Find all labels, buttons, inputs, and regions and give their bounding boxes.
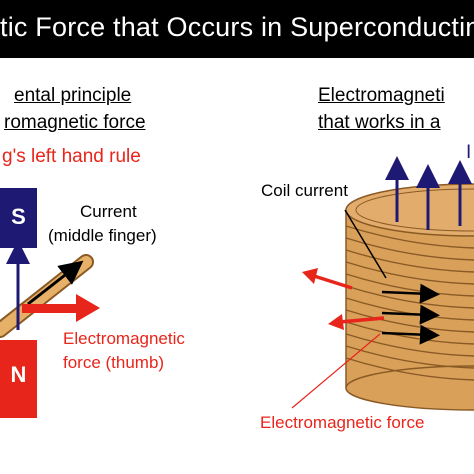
force-arrow-in — [339, 316, 385, 324]
magnet-north — [0, 340, 37, 418]
coil-current-arrow-3 — [381, 324, 440, 345]
coil-current-label: Coil current — [261, 181, 348, 200]
force-label: Electromagnetic — [63, 329, 185, 348]
field-label-partial: I — [466, 142, 472, 163]
right-header-line1: Electromagneti — [318, 85, 445, 106]
page-title: tic Force that Occurs in Superconducting — [0, 12, 474, 42]
right-header-line2: that works in a — [318, 112, 441, 133]
force-leader-line — [291, 333, 381, 409]
current-label: Current — [80, 202, 137, 221]
left-hand-rule-label: g's left hand rule — [2, 146, 141, 167]
magnet-south — [0, 188, 37, 248]
coil-current-arrow-2 — [381, 304, 440, 325]
left-header-line2: romagnetic force — [4, 112, 146, 133]
electromagnetic-force-label: Electromagnetic force — [260, 413, 425, 432]
left-header-line1: ental principle — [14, 85, 132, 106]
magnet-north-label: N — [10, 362, 27, 387]
current-arrow — [27, 260, 84, 306]
force-sub-label: force (thumb) — [63, 353, 165, 372]
force-arrow-out — [313, 274, 353, 290]
coil-cylinder — [345, 183, 474, 411]
wire-conductor — [0, 254, 94, 338]
title-bar: tic Force that Occurs in Superconducting — [0, 0, 474, 58]
coil-current-leader — [344, 209, 387, 279]
coil-current-arrow-1 — [381, 283, 440, 304]
current-sub-label: (middle finger) — [48, 226, 157, 245]
magnet-south-label: S — [11, 204, 26, 229]
force-arrow-left — [22, 294, 100, 322]
